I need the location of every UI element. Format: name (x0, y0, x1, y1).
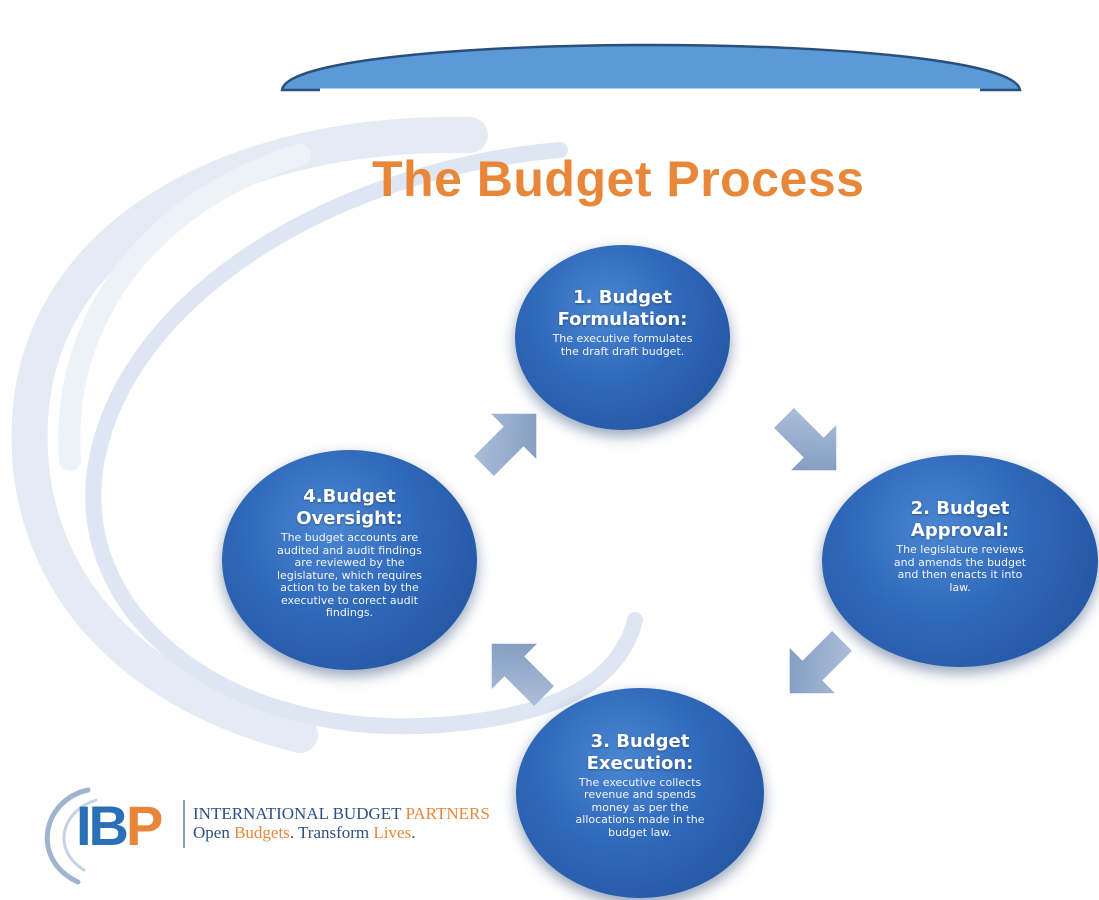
tagline-budgets: Budgets (234, 823, 290, 842)
background-swirl (11, 116, 643, 753)
stage-oversight: 4.Budget Oversight: The budget accounts … (222, 450, 477, 670)
tagline-transform: . Transform (289, 823, 374, 842)
tagline-lives: Lives (373, 823, 412, 842)
stage-description: The legislature reviews and amends the b… (893, 543, 1027, 594)
stage-heading: 1. Budget Formulation: (557, 287, 688, 330)
org-name-main: INTERNATIONAL BUDGET (193, 804, 406, 823)
stage-heading: 3. Budget Execution: (586, 730, 694, 774)
ibp-logo: IBP (76, 798, 163, 854)
stage-description: The budget accounts are audited and audi… (276, 531, 423, 620)
logo-mark-p: P (126, 794, 163, 857)
org-name-accent: PARTNERS (405, 804, 490, 823)
stage-heading: 2. Budget Approval: (910, 498, 1010, 541)
arrow-4-to-1-icon (474, 413, 537, 476)
stage-description: The executive formulates the draft draft… (552, 332, 693, 358)
stage-execution: 3. Budget Execution: The executive colle… (516, 688, 764, 898)
stage-approval: 2. Budget Approval: The legislature revi… (822, 455, 1098, 667)
stage-formulation: 1. Budget Formulation: The executive for… (515, 245, 730, 430)
organization-name: INTERNATIONAL BUDGET PARTNERS (193, 804, 490, 824)
organization-tagline: Open Budgets. Transform Lives. (193, 823, 415, 843)
logo-mark-ib: IB (76, 794, 129, 857)
logo-swirl-icon (44, 787, 98, 885)
arrow-2-to-3-icon (789, 631, 852, 694)
arrow-3-to-4-icon (491, 643, 554, 706)
cycle-arrows (474, 408, 852, 706)
stage-heading: 4.Budget Oversight: (296, 486, 403, 530)
stage-description: The executive collects revenue and spend… (575, 775, 705, 839)
arrow-1-to-2-icon (774, 408, 837, 471)
diagram-title: The Budget Process (372, 151, 865, 207)
tagline-end: . (411, 823, 416, 842)
logo-divider (183, 800, 185, 848)
top-banner (280, 43, 1022, 92)
tagline-open: Open (193, 823, 235, 842)
